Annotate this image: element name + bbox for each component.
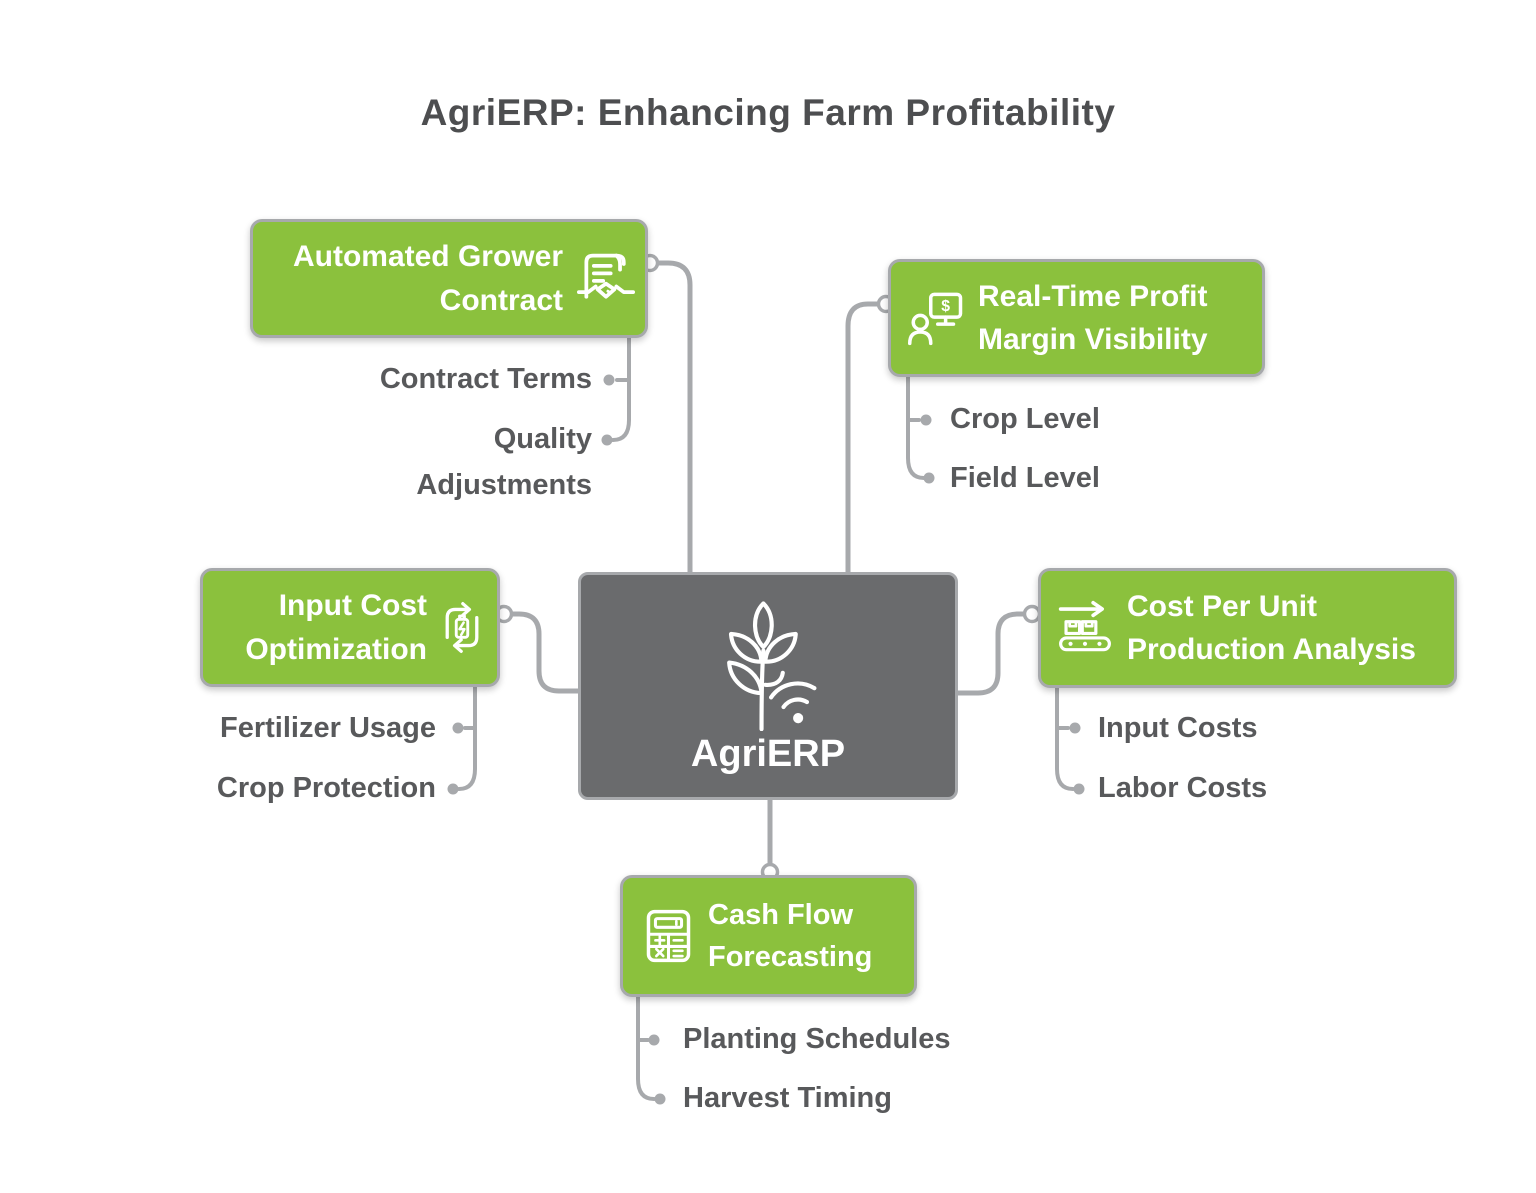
node-input-cost-optimization: Input Cost Optimization (200, 568, 500, 687)
bullet-dot (923, 472, 935, 484)
bullet-dot (601, 434, 613, 446)
node-label: Input Cost Optimization (245, 589, 427, 666)
sub-labor-costs: Labor Costs (1098, 772, 1268, 804)
branch-cost-unit (1055, 686, 1075, 791)
contract-handshake-icon (577, 253, 635, 299)
connector-top-right (845, 301, 882, 575)
node-real-time-profit-margin: $ Real-Time Profit Margin Visibility (888, 259, 1265, 377)
sub-contract-terms: Contract Terms (379, 363, 592, 395)
bullet-dot (1073, 783, 1085, 795)
node-label: Real-Time Profit Margin Visibility (978, 279, 1208, 357)
production-conveyor-icon (1058, 600, 1111, 652)
node-label: Cash Flow Forecasting (708, 898, 873, 973)
sub-input-costs: Input Costs (1098, 712, 1258, 744)
profit-monitor-icon: $ (908, 292, 963, 346)
sub-crop-level: Crop Level (950, 403, 1100, 435)
bullet-dot (447, 783, 459, 795)
bullet-dot (1069, 722, 1081, 734)
bullet-dot (603, 374, 615, 386)
bullet-dot (452, 722, 464, 734)
connector-top-left (653, 260, 693, 575)
sub-fertilizer-usage: Fertilizer Usage (220, 712, 436, 744)
branch-cash-flow (636, 995, 656, 1101)
sub-field-level: Field Level (950, 462, 1100, 494)
sub-crop-protection: Crop Protection (216, 772, 436, 804)
node-label: Cost Per Unit Production Analysis (1127, 589, 1416, 667)
svg-text:$: $ (941, 298, 950, 315)
node-automated-grower-contract: Automated Grower Contract (250, 219, 648, 338)
cost-cycle-icon (445, 602, 479, 653)
node-label: Automated Grower Contract (292, 240, 563, 317)
sub-planting-schedules: Planting Schedules (683, 1023, 951, 1055)
bullet-dot (648, 1034, 660, 1046)
branch-input-cost (457, 685, 477, 791)
bullet-dot (654, 1093, 666, 1105)
calculator-icon (646, 909, 691, 963)
center-node-agrierp: AgriERP (578, 572, 958, 800)
branch-profit (906, 375, 926, 480)
connector-mid-left (508, 611, 581, 694)
sub-quality-adjustments: Quality Adjustments (416, 423, 592, 502)
sub-harvest-timing: Harvest Timing (683, 1082, 892, 1114)
connector-mid-right (955, 611, 1029, 696)
branch-contract (611, 336, 631, 442)
center-label: AgriERP (690, 732, 846, 775)
plant-wifi-icon (727, 600, 817, 731)
bullet-dot (920, 414, 932, 426)
node-cash-flow-forecasting: Cash Flow Forecasting (620, 875, 917, 997)
page-title: AgriERP: Enhancing Farm Profitability (420, 92, 1116, 133)
node-cost-per-unit-production: Cost Per Unit Production Analysis (1038, 568, 1457, 688)
